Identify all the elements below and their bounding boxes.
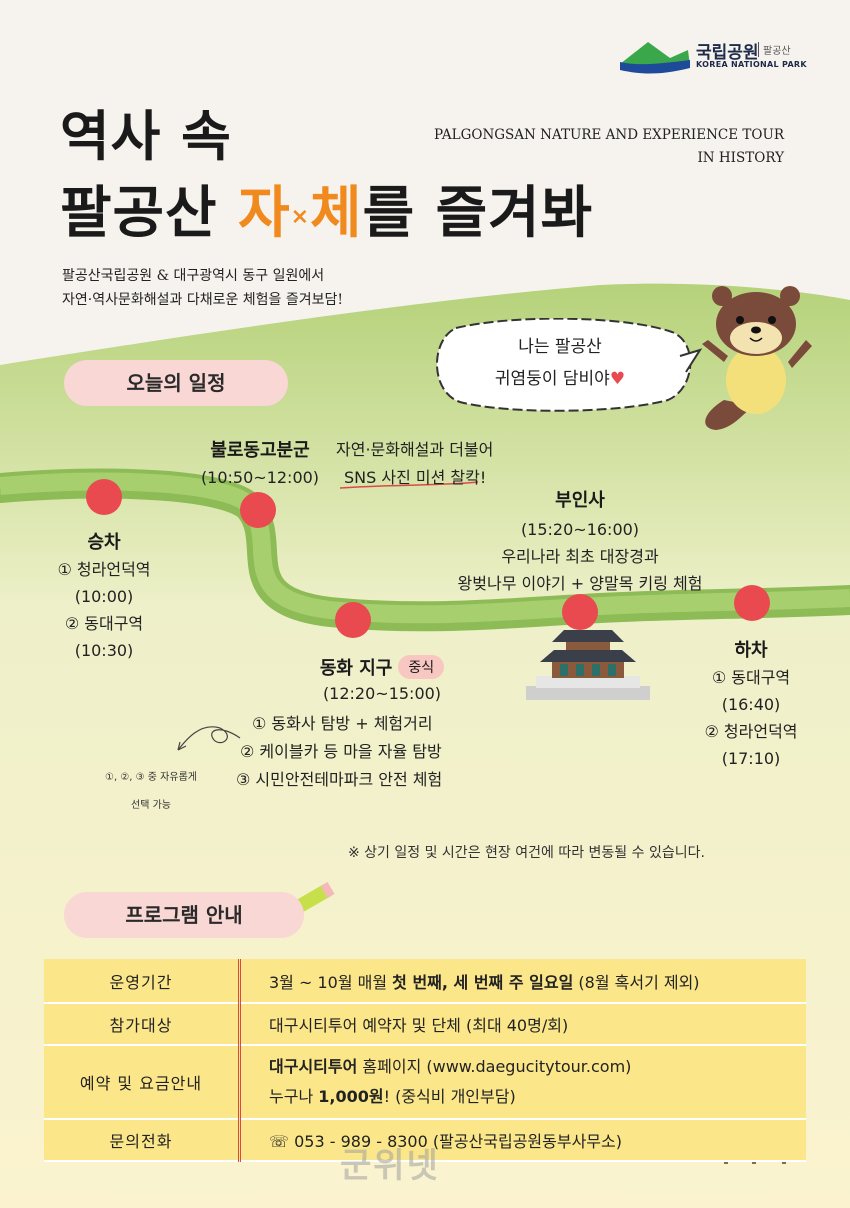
stop-detail: ② 청라언덕역 — [704, 722, 798, 741]
row-value: ☏ 053 - 989 - 8300 (팔공산국립공원동부사무소) — [238, 1119, 806, 1162]
page-title-line1: 역사 속 — [60, 105, 232, 168]
table-row: 참가대상 대구시티투어 예약자 및 단체 (최대 40명/회) — [44, 1003, 806, 1046]
bubble-line1: 나는 팔공산 — [518, 337, 602, 357]
stop-detail: 왕벚나무 이야기 + 양말목 키링 체험 — [457, 574, 703, 593]
english-title-line1: PALGONGSAN NATURE AND EXPERIENCE TOUR — [434, 127, 784, 143]
title-highlight-experience: 체 — [310, 181, 363, 246]
curved-arrow — [177, 726, 241, 751]
mountain-logo-icon — [620, 42, 690, 74]
note-line: 선택 가능 — [131, 800, 171, 811]
table-row: 운영기간 3월 ~ 10월 매월 첫 번째, 세 번째 주 일요일 (8월 혹서… — [44, 959, 806, 1004]
stop-time: (16:40) — [721, 695, 781, 714]
stop-name: 동화 지구 — [319, 658, 393, 679]
stop-alight: 하차 ① 동대구역 (16:40) ② 청라언덕역 (17:10) — [688, 636, 814, 772]
value-text: (8월 혹서기 제외) — [573, 972, 700, 992]
schedule-heading: 오늘의 일정 — [64, 360, 288, 406]
stop-name: 부인사 — [555, 490, 605, 511]
stop-time: (10:00) — [74, 587, 134, 606]
row-value: 대구시티투어 예약자 및 단체 (최대 40명/회) — [238, 1003, 806, 1046]
row-value: 대구시티투어 홈페이지 (www.daegucitytour.com) 누구나 … — [238, 1045, 806, 1120]
english-title-line2: IN HISTORY — [697, 150, 784, 166]
marten-mascot — [702, 286, 812, 430]
stop-buin: 부인사 (15:20~16:00) 우리나라 최초 대장경과 왕벚나무 이야기 … — [430, 486, 730, 597]
stop-donghwa-list: ① 동화사 탐방 + 체험거리 ② 케이블카 등 마을 자율 탐방 ③ 시민안전… — [236, 710, 442, 794]
english-title: PALGONGSAN NATURE AND EXPERIENCE TOUR IN… — [400, 124, 784, 170]
speech-bubble: 나는 팔공산 귀염둥이 담비야♥ — [436, 318, 703, 412]
title-part: 를 즐겨봐 — [362, 181, 594, 246]
stop-marker-boarding — [86, 479, 122, 515]
list-item: ③ 시민안전테마파크 안전 체험 — [236, 770, 443, 789]
intro-line1: 팔공산국립공원 & 대구광역시 동구 일원에서 — [62, 268, 325, 284]
stop-marker-donghwa — [335, 602, 371, 638]
stop-time: (10:30) — [74, 641, 134, 660]
value-bold: 첫 번째, 세 번째 주 일요일 — [392, 972, 574, 992]
schedule-notice: ※ 상기 일정 및 시간은 현장 여건에 따라 변동될 수 있습니다. — [348, 845, 705, 861]
program-heading: 프로그램 안내 — [64, 892, 304, 938]
logo-english: KOREA NATIONAL PARK — [696, 60, 807, 69]
row-label: 운영기간 — [44, 959, 240, 1004]
value-text: 3월 ~ 10월 매월 — [269, 972, 393, 992]
note-line: ①, ②, ③ 중 자유롭게 — [105, 772, 197, 783]
value-text: ! (중식비 개인부담) — [383, 1087, 516, 1106]
value-bold: 대구시티투어 — [269, 1057, 358, 1076]
bubble-line2: 귀염둥이 담비야♥ — [436, 364, 684, 389]
row-label: 예약 및 요금안내 — [44, 1045, 240, 1120]
stop-name: 승차 — [87, 532, 121, 553]
table-row: 예약 및 요금안내 대구시티투어 홈페이지 (www.daegucitytour… — [44, 1045, 806, 1120]
stop-detail: ① 동대구역 — [711, 668, 791, 687]
stop-boarding: 승차 ① 청라언덕역 (10:00) ② 동대구역 (10:30) — [40, 528, 168, 664]
row-label: 문의전화 — [44, 1119, 240, 1162]
stop-detail: ② 동대구역 — [64, 614, 144, 633]
value-text: 홈페이지 (www.daegucitytour.com) — [357, 1057, 632, 1076]
stop-marker-bulro — [240, 492, 276, 528]
stop-marker-alight — [734, 585, 770, 621]
stop-marker-buin — [562, 594, 598, 630]
bubble-text: 귀염둥이 담비야 — [494, 369, 610, 389]
stop-time: (12:20~15:00) — [322, 684, 442, 703]
heart-icon: ♥ — [609, 369, 626, 389]
stop-name: 불로동고분군 — [210, 440, 310, 461]
stop-detail: SNS 사진 미션 찰칵! — [344, 468, 487, 487]
stop-detail: 우리나라 최초 대장경과 — [501, 547, 659, 566]
title-cross: × — [290, 204, 311, 230]
temple-illustration — [526, 630, 650, 700]
page-title-line2: 팔공산 자×체를 즐겨봐 — [60, 168, 593, 249]
free-choice-note: ①, ②, ③ 중 자유롭게 선택 가능 — [96, 764, 206, 820]
row-label: 참가대상 — [44, 1003, 240, 1046]
value-bold: 1,000원 — [318, 1087, 384, 1106]
stop-bulro: 불로동고분군 (10:50~12:00) — [190, 436, 330, 487]
table-row: 문의전화 ☏ 053 - 989 - 8300 (팔공산국립공원동부사무소) — [44, 1119, 806, 1162]
korea-national-park-logo: 국립공원 팔공산 KOREA NATIONAL PARK — [618, 36, 818, 78]
stop-time: (17:10) — [721, 749, 781, 768]
value-text: 누구나 — [269, 1087, 319, 1106]
stop-bulro-desc: 자연·문화해설과 더불어 SNS 사진 미션 찰칵! — [336, 436, 493, 492]
list-item: ① 동화사 탐방 + 체험거리 — [252, 714, 433, 733]
list-item: ② 케이블카 등 마을 자율 탐방 — [240, 742, 442, 761]
stop-name: 하차 — [734, 640, 768, 661]
stop-detail: 자연·문화해설과 더불어 — [336, 440, 494, 459]
stop-time: (10:50~12:00) — [200, 468, 320, 487]
logo-text: 국립공원 — [696, 43, 759, 63]
lunch-badge: 중식 — [398, 655, 445, 679]
program-info-table: 운영기간 3월 ~ 10월 매월 첫 번째, 세 번째 주 일요일 (8월 혹서… — [44, 959, 806, 1162]
logo-park-name: 팔공산 — [758, 42, 791, 57]
intro-text: 팔공산국립공원 & 대구광역시 동구 일원에서 자연·역사문화해설과 다채로운 … — [62, 264, 343, 312]
stop-detail: ① 청라언덕역 — [57, 560, 151, 579]
watermark: 군위넷 — [340, 1146, 440, 1186]
row-value: 3월 ~ 10월 매월 첫 번째, 세 번째 주 일요일 (8월 혹서기 제외) — [238, 959, 806, 1004]
intro-line2: 자연·역사문화해설과 다채로운 체험을 즐겨보담! — [62, 292, 344, 308]
title-highlight-nature: 자 — [238, 181, 291, 246]
title-part: 팔공산 — [60, 181, 239, 246]
stop-time: (15:20~16:00) — [520, 520, 640, 539]
